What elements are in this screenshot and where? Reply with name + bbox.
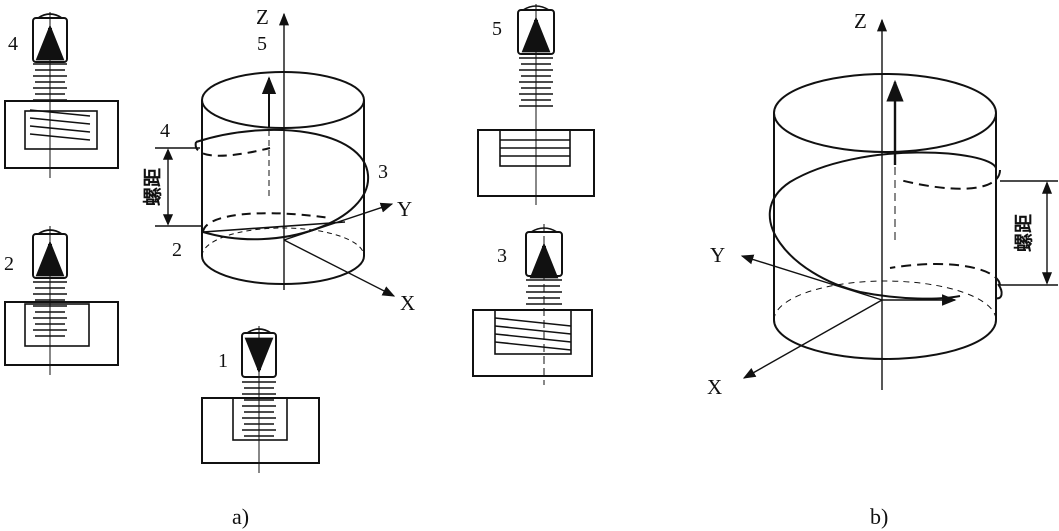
- x-axis-b: [742, 299, 883, 379]
- cylinder-a: [194, 71, 370, 285]
- step-label-4-tool: 4: [8, 33, 18, 55]
- x-axis-label-b: X: [707, 375, 722, 399]
- tool-step-2: [4, 226, 119, 375]
- z-axis-label-a: Z: [256, 5, 269, 29]
- pitch-label-b: 螺距: [1013, 214, 1035, 252]
- y-axis-a: [283, 202, 394, 241]
- workpiece-block-2: [4, 301, 119, 366]
- step-label-4-cylinder: 4: [160, 120, 170, 142]
- step-label-5-tool: 5: [492, 18, 502, 40]
- step-label-3-cylinder: 3: [378, 161, 388, 183]
- tool-step-4: [4, 12, 119, 178]
- y-axis-b: [740, 254, 883, 301]
- workpiece-block-4: [4, 100, 119, 169]
- x-axis-a: [283, 239, 396, 297]
- workpiece-block-3: [472, 309, 593, 377]
- caption-b: b): [870, 504, 888, 529]
- y-axis-label-b: Y: [710, 243, 725, 267]
- step-label-5-cylinder: 5: [257, 33, 267, 55]
- step-label-2-tool: 2: [4, 253, 14, 275]
- x-axis-label-a: X: [400, 291, 415, 315]
- z-axis-label-b: Z: [854, 9, 867, 33]
- caption-a: a): [232, 504, 249, 529]
- tool-step-3: [472, 224, 593, 385]
- y-axis-label-a: Y: [397, 197, 412, 221]
- pitch-label-a: 螺距: [142, 168, 164, 206]
- cylinder-b: [768, 73, 1003, 360]
- step-label-2-cylinder: 2: [172, 239, 182, 261]
- step-label-3-tool: 3: [497, 245, 507, 267]
- pitch-dimension-b: [1000, 180, 1058, 286]
- pitch-dimension-a: [155, 147, 203, 227]
- step-label-1-tool: 1: [218, 350, 228, 372]
